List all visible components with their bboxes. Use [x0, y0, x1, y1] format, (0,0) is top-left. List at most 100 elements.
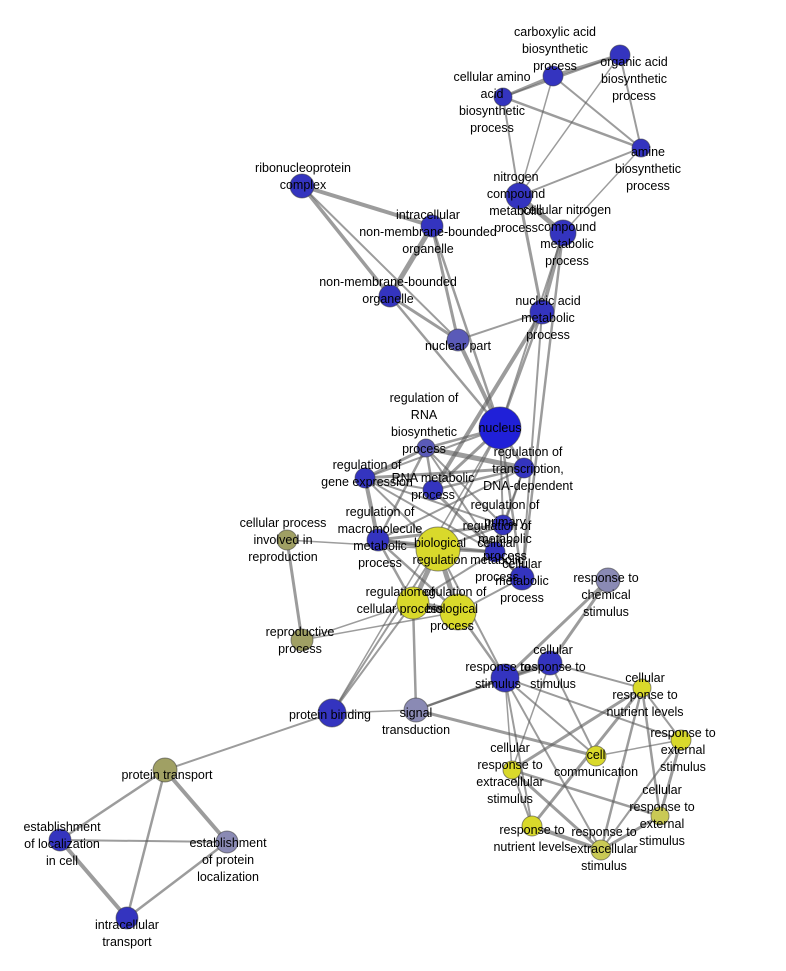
edge-response-to-stimulus--cell-communication[interactable] [504, 677, 597, 757]
edge-non-membrane-bounded-organelle--nuclear-part[interactable] [388, 294, 460, 342]
node-amine-biosynthetic-process[interactable] [631, 138, 651, 158]
node-cellular-response-to-external-stimulus[interactable] [650, 806, 670, 826]
node-response-to-extracellular-stimulus[interactable] [590, 839, 612, 861]
edge-cellular-response-to-stimulus--signal-transduction[interactable] [415, 662, 551, 711]
node-non-membrane-bounded-organelle[interactable] [378, 284, 402, 308]
node-protein-transport[interactable] [152, 757, 178, 783]
node-intracellular-transport[interactable] [115, 906, 139, 930]
node-cell-communication[interactable] [585, 745, 607, 767]
edge-amine-biosynthetic-process--nitrogen-compound-metabolic-process[interactable] [518, 147, 642, 197]
edge-response-to-nutrient-levels--response-to-extracellular-stimulus[interactable] [530, 824, 603, 852]
edge-cellular-response-to-nutrient-levels--cellular-response-to-external-stimulus[interactable] [640, 686, 662, 818]
edge-establishment-of-localization-in-cell--intracellular-transport[interactable] [58, 838, 129, 920]
node-ribonucleoprotein-complex[interactable] [289, 173, 315, 199]
edge-cellular-process-involved-in-reproduction--reproductive-process[interactable] [285, 538, 304, 642]
node-protein-binding[interactable] [317, 698, 347, 728]
edge-protein-binding--protein-transport[interactable] [164, 712, 333, 771]
node-establishment-of-protein-localization[interactable] [215, 830, 239, 854]
edge-organic-acid-biosynthetic-process--nitrogen-compound-metabolic-process[interactable] [518, 54, 621, 197]
node-rna-metabolic-process[interactable] [422, 479, 444, 501]
edge-carboxylic-acid-biosynthetic-process--nitrogen-compound-metabolic-process[interactable] [518, 75, 554, 197]
node-nucleus[interactable] [478, 406, 522, 450]
node-establishment-of-localization-in-cell[interactable] [48, 828, 72, 852]
edge-response-to-external-stimulus--cellular-response-to-external-stimulus[interactable] [658, 738, 683, 818]
edge-cellular-response-to-stimulus--cellular-response-to-extracellular-stimulus[interactable] [511, 662, 551, 771]
edge-cellular-response-to-nutrient-levels--response-to-extracellular-stimulus[interactable] [599, 686, 644, 852]
node-cellular-amino-acid-biosynthetic-process[interactable] [493, 87, 513, 107]
edge-intracellular-non-membrane-bounded-organelle--nucleus[interactable] [430, 224, 502, 430]
edge-cellular-response-to-nutrient-levels--response-to-external-stimulus[interactable] [641, 687, 682, 741]
edge-cellular-response-to-stimulus--cell-communication[interactable] [549, 662, 597, 757]
node-nuclear-part[interactable] [446, 328, 470, 352]
edge-regulation-of-transcription-dna-dependent--regulation-of-macromolecule-metabolic-process[interactable] [377, 467, 525, 541]
node-nucleic-acid-metabolic-process[interactable] [529, 299, 555, 325]
edge-cellular-response-to-stimulus--cellular-response-to-nutrient-levels[interactable] [549, 662, 643, 689]
edge-response-to-stimulus--response-to-extracellular-stimulus[interactable] [504, 677, 602, 851]
edge-protein-transport--establishment-of-localization-in-cell[interactable] [58, 768, 167, 842]
edge-response-to-stimulus--cellular-response-to-extracellular-stimulus[interactable] [504, 677, 513, 771]
edge-protein-binding--regulation-of-cellular-process[interactable] [331, 602, 414, 714]
edge-nitrogen-compound-metabolic-process--nucleic-acid-metabolic-process[interactable] [517, 194, 544, 314]
edge-ribonucleoprotein-complex--intracellular-non-membrane-bounded-organelle[interactable] [300, 184, 434, 228]
edge-nucleus--biological-regulation[interactable] [437, 427, 501, 550]
edge-cellular-amino-acid-biosynthetic-process--nitrogen-compound-metabolic-process[interactable] [502, 96, 520, 197]
edge-carboxylic-acid-biosynthetic-process--amine-biosynthetic-process[interactable] [552, 75, 642, 149]
edge-cell-communication--signal-transduction[interactable] [414, 708, 598, 758]
edge-reproductive-process--regulation-of-biological-process[interactable] [301, 611, 459, 641]
edge-reproductive-process--regulation-of-cellular-process[interactable] [301, 602, 414, 641]
edge-response-to-external-stimulus--response-to-extracellular-stimulus[interactable] [600, 739, 682, 851]
edge-cellular-response-to-extracellular-stimulus--response-to-extracellular-stimulus[interactable] [510, 768, 603, 852]
node-regulation-of-macromolecule-metabolic-process[interactable] [366, 528, 390, 552]
edge-regulation-of-transcription-dna-dependent--regulation-of-gene-expression[interactable] [363, 466, 526, 480]
node-response-to-stimulus[interactable] [490, 663, 520, 693]
node-regulation-of-rna-biosynthetic-process[interactable] [416, 438, 436, 458]
node-regulation-of-biological-process[interactable] [439, 593, 477, 631]
edge-cellular-process-involved-in-reproduction--biological-regulation[interactable] [286, 539, 439, 550]
node-organic-acid-biosynthetic-process[interactable] [609, 44, 631, 66]
node-regulation-of-transcription-dna-dependent[interactable] [513, 457, 535, 479]
edge-cellular-nitrogen-compound-metabolic-process--cellular-metabolic-process[interactable] [520, 231, 565, 580]
edge-intracellular-non-membrane-bounded-organelle--non-membrane-bounded-organelle[interactable] [387, 223, 435, 299]
edge-ribonucleoprotein-complex--nuclear-part[interactable] [301, 185, 459, 341]
edge-nuclear-part--nucleic-acid-metabolic-process[interactable] [457, 311, 543, 341]
node-response-to-nutrient-levels[interactable] [521, 815, 543, 837]
edge-cellular-response-to-extracellular-stimulus--cellular-response-to-external-stimulus[interactable] [510, 768, 662, 818]
edge-response-to-external-stimulus--cell-communication[interactable] [595, 739, 682, 757]
edge-non-membrane-bounded-organelle--nucleus[interactable] [388, 294, 502, 430]
edge-protein-transport--intracellular-transport[interactable] [125, 768, 167, 920]
edge-regulation-of-rna-biosynthetic-process--regulation-of-primary-metabolic-process[interactable] [425, 447, 504, 526]
edge-cellular-response-to-nutrient-levels--cellular-response-to-extracellular-stimulus[interactable] [510, 686, 644, 772]
edge-regulation-of-cellular-process--signal-transduction[interactable] [411, 601, 418, 712]
edge-rna-metabolic-process--regulation-of-transcription-dna-dependent[interactable] [431, 466, 526, 492]
node-regulation-of-cellular-metabolic-process[interactable] [484, 541, 506, 563]
edge-response-to-stimulus--response-to-chemical-stimulus[interactable] [503, 578, 610, 680]
node-signal-transduction[interactable] [403, 697, 429, 723]
edge-establishment-of-localization-in-cell--establishment-of-protein-localization[interactable] [59, 839, 228, 843]
node-regulation-of-cellular-process[interactable] [396, 586, 430, 620]
edge-response-to-extracellular-stimulus--cellular-response-to-external-stimulus[interactable] [599, 814, 662, 852]
edge-nucleic-acid-metabolic-process--cellular-metabolic-process[interactable] [521, 311, 543, 579]
edge-ribonucleoprotein-complex--non-membrane-bounded-organelle[interactable] [300, 184, 392, 298]
edge-intracellular-non-membrane-bounded-organelle--nuclear-part[interactable] [430, 224, 460, 342]
node-cellular-response-to-stimulus[interactable] [537, 650, 563, 676]
edge-regulation-of-rna-biosynthetic-process--regulation-of-transcription-dna-dependent[interactable] [423, 445, 527, 471]
edge-organic-acid-biosynthetic-process--amine-biosynthetic-process[interactable] [619, 54, 642, 149]
node-carboxylic-acid-biosynthetic-process[interactable] [542, 65, 564, 87]
node-biological-regulation[interactable] [415, 526, 461, 572]
edge-regulation-of-gene-expression--regulation-of-cellular-metabolic-process[interactable] [364, 477, 496, 553]
edge-regulation-of-rna-biosynthetic-process--regulation-of-macromolecule-metabolic-process[interactable] [376, 446, 428, 542]
node-regulation-of-gene-expression[interactable] [354, 467, 376, 489]
edge-response-to-stimulus--response-to-external-stimulus[interactable] [504, 677, 682, 741]
edge-cellular-amino-acid-biosynthetic-process--amine-biosynthetic-process[interactable] [501, 95, 643, 150]
node-response-to-external-stimulus[interactable] [670, 729, 692, 751]
node-cellular-nitrogen-compound-metabolic-process[interactable] [549, 219, 577, 247]
node-intracellular-non-membrane-bounded-organelle[interactable] [420, 214, 444, 238]
edge-cellular-response-to-stimulus--response-to-chemical-stimulus[interactable] [548, 578, 610, 665]
node-cellular-response-to-nutrient-levels[interactable] [632, 678, 652, 698]
edge-regulation-of-rna-biosynthetic-process--regulation-of-gene-expression[interactable] [363, 446, 428, 480]
node-cellular-process-involved-in-reproduction[interactable] [276, 529, 298, 551]
node-response-to-chemical-stimulus[interactable] [595, 567, 621, 593]
node-reproductive-process[interactable] [290, 628, 314, 652]
edge-regulation-of-gene-expression--regulation-of-primary-metabolic-process[interactable] [364, 477, 504, 526]
edge-rna-metabolic-process--regulation-of-gene-expression[interactable] [364, 477, 434, 491]
